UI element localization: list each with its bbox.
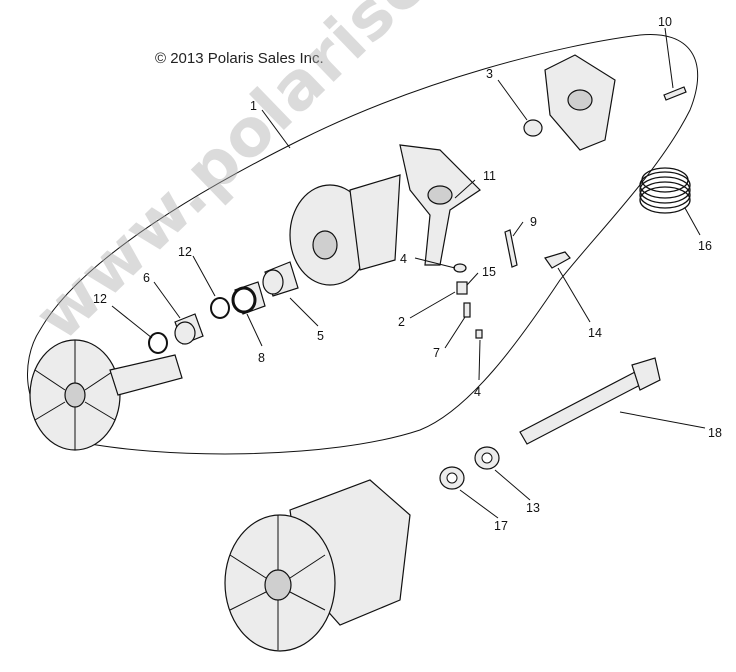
- ring-12-left: [148, 332, 168, 354]
- callout-8: 8: [258, 351, 265, 365]
- leader-8: [246, 313, 263, 347]
- leader-16: [684, 207, 701, 236]
- bushing-6: [174, 313, 204, 345]
- leader-4a: [414, 257, 456, 269]
- leader-14: [557, 267, 591, 323]
- pin-7: [463, 302, 471, 318]
- callout-11: 11: [483, 169, 496, 183]
- callout-2: 2: [398, 315, 405, 329]
- ring-12-mid: [210, 297, 230, 319]
- callout-13: 13: [526, 501, 540, 515]
- callout-3: 3: [486, 67, 493, 81]
- callout-16: 16: [698, 239, 712, 253]
- callout-12-left: 12: [93, 292, 107, 306]
- copyright-notice: © 2013 Polaris Sales Inc.: [155, 50, 324, 67]
- leader-7: [444, 316, 466, 349]
- callout-12-mid: 12: [178, 245, 192, 259]
- callout-10: 10: [658, 15, 672, 29]
- leader-13: [494, 469, 531, 501]
- bolt-10: [663, 86, 687, 101]
- callout-14: 14: [588, 326, 602, 340]
- leader-9: [512, 221, 524, 237]
- callout-6: 6: [143, 271, 150, 285]
- leader-12b: [192, 255, 216, 297]
- leader-11: [454, 179, 476, 199]
- moveable-sheave: [289, 174, 401, 286]
- callout-15: 15: [482, 265, 496, 279]
- leader-2: [409, 291, 456, 319]
- leader-10: [664, 27, 674, 89]
- callout-7: 7: [433, 346, 440, 360]
- callout-5: 5: [317, 329, 324, 343]
- leader-3: [497, 79, 528, 121]
- bolt-18: [519, 357, 661, 445]
- callout-9: 9: [530, 215, 537, 229]
- weight-14: [544, 251, 571, 269]
- leader-12a: [111, 305, 153, 339]
- bushing-5: [262, 261, 299, 297]
- leader-17: [459, 489, 499, 519]
- pin-9: [504, 229, 518, 268]
- roller-15: [456, 281, 468, 295]
- assembled-drive-clutch: [224, 479, 411, 652]
- assembly-outline: [27, 33, 699, 455]
- leader-4b: [478, 339, 481, 381]
- fixed-sheave: [29, 339, 183, 451]
- washer-13: [474, 446, 500, 470]
- washer-4-top: [453, 263, 467, 273]
- nut-17: [439, 466, 465, 490]
- leader-1: [261, 109, 291, 149]
- callout-18: 18: [708, 426, 722, 440]
- spring-16: [639, 167, 691, 214]
- callout-4-lower: 4: [474, 385, 481, 399]
- bushing-3: [523, 119, 543, 137]
- clutch-cover: [544, 54, 616, 151]
- washer-4-bottom: [475, 329, 483, 339]
- bushing-8: [231, 281, 266, 315]
- callout-4-upper: 4: [400, 252, 407, 266]
- leader-15: [466, 272, 479, 286]
- leader-6: [153, 281, 181, 319]
- callout-17: 17: [494, 519, 508, 533]
- leader-18: [619, 411, 706, 429]
- leader-5: [289, 297, 319, 327]
- spider: [399, 144, 481, 266]
- callout-1: 1: [250, 99, 257, 113]
